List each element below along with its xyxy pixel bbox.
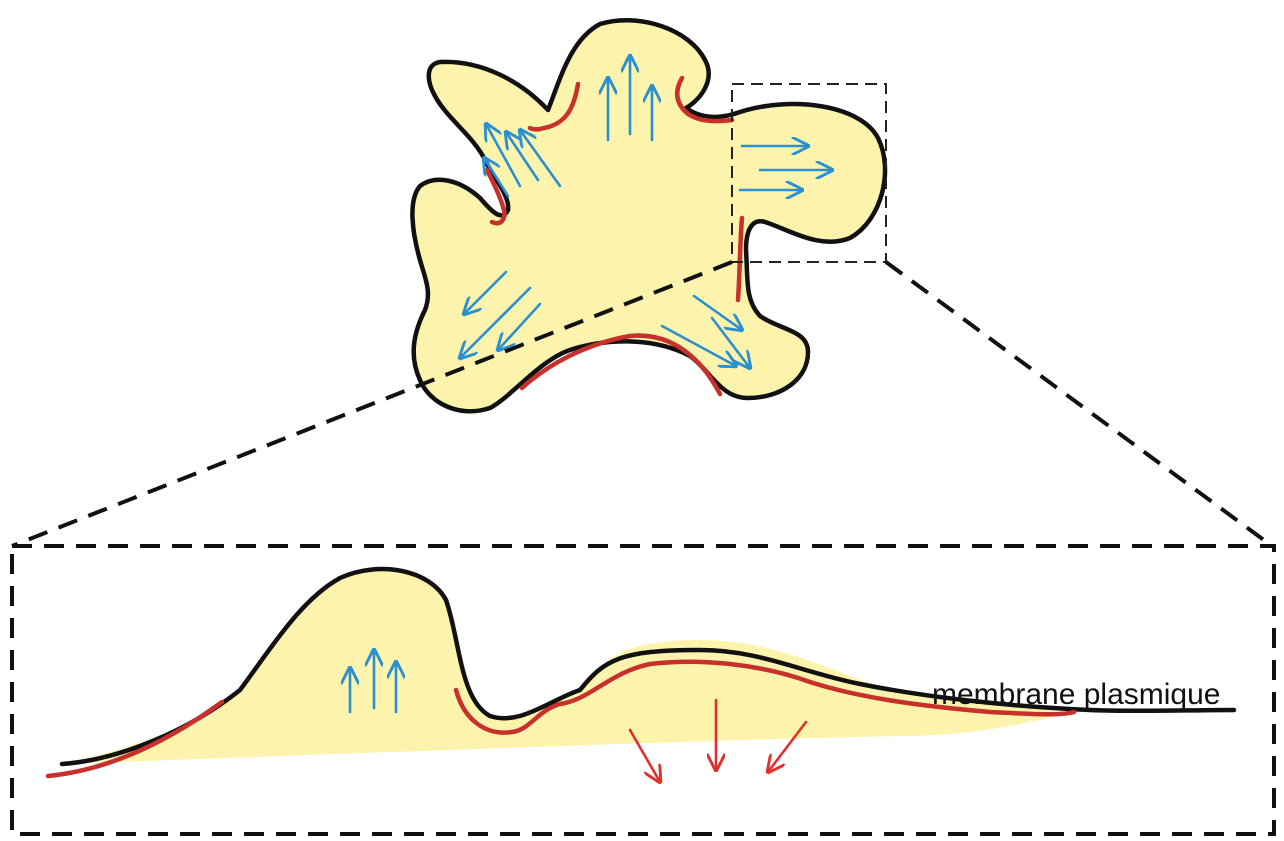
cell-overview — [412, 20, 886, 411]
membrane-label: membrane plasmique — [932, 678, 1220, 711]
cell-body — [412, 20, 885, 411]
zoom-detail: membrane plasmique — [12, 546, 1274, 834]
zoom-connector-right — [886, 262, 1272, 546]
cytoplasm-region — [62, 569, 1072, 764]
